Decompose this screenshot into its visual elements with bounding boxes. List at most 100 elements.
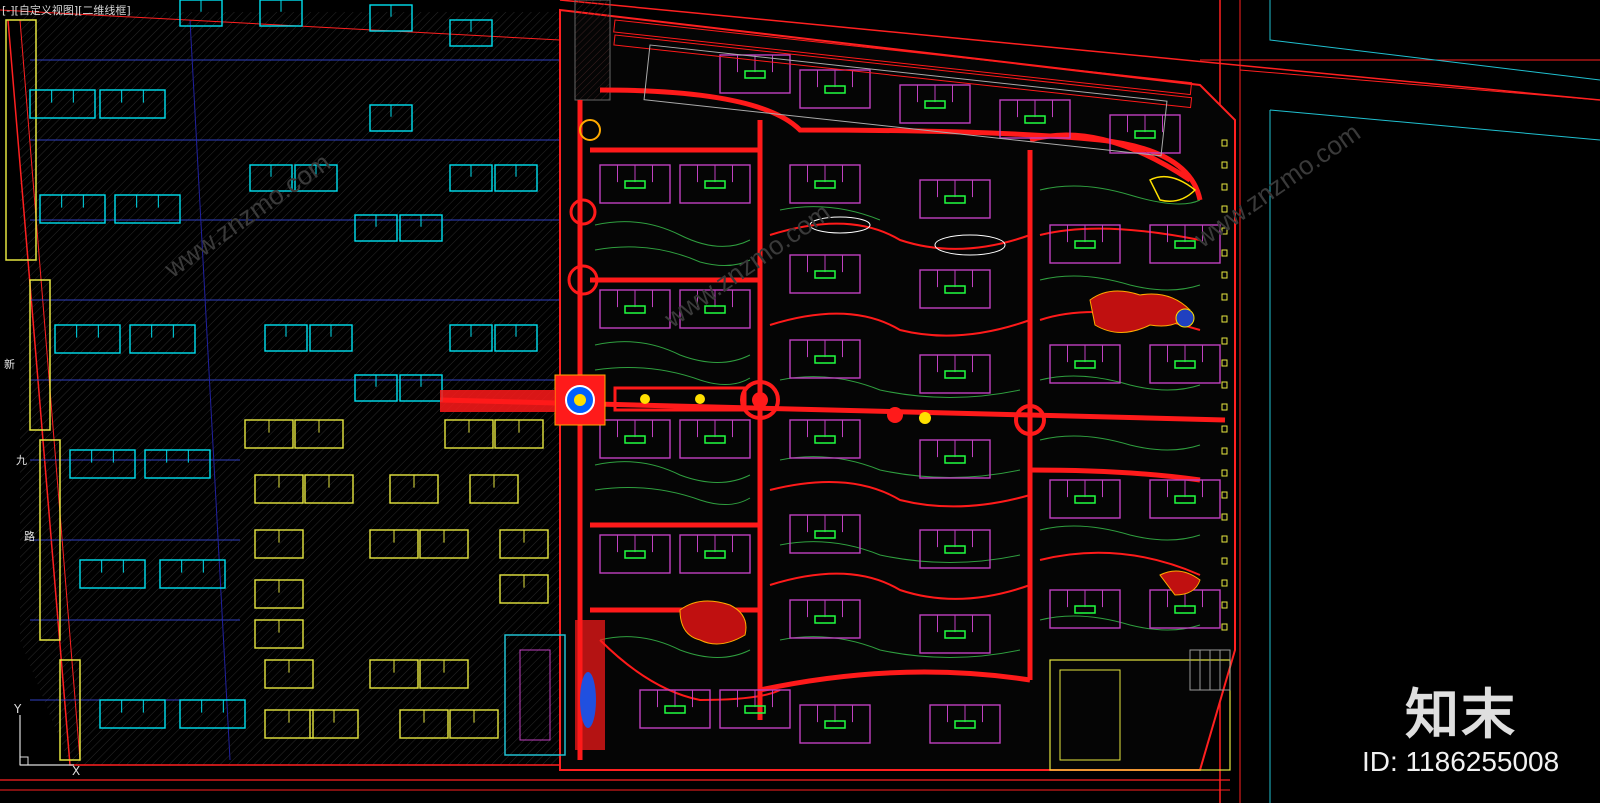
edge-marker: [1221, 491, 1228, 499]
viewport-controls-label[interactable]: [-][自定义视图][二维线框]: [2, 4, 131, 17]
building-footprint: [494, 324, 538, 352]
building-footprint: [369, 4, 413, 32]
building-footprint: [919, 439, 991, 479]
building-footprint: [1149, 344, 1221, 384]
building-footprint: [54, 324, 121, 354]
building-footprint: [919, 529, 991, 569]
edge-marker: [1221, 469, 1228, 477]
edge-marker: [1221, 205, 1228, 213]
building-footprint: [369, 659, 419, 689]
building-footprint: [399, 214, 443, 242]
edge-marker: [1221, 535, 1228, 543]
building-footprint: [789, 419, 861, 459]
plazas: [440, 119, 1231, 771]
edge-marker: [1221, 183, 1228, 191]
building-footprint: [254, 474, 304, 504]
building-footprint: [399, 374, 443, 402]
edge-marker: [1221, 271, 1228, 279]
building-footprint: [69, 449, 136, 479]
building-footprint: [29, 89, 96, 119]
edge-marker: [1221, 161, 1228, 169]
building-footprint: [449, 19, 493, 47]
building-footprint: [354, 374, 398, 402]
edge-marker: [1221, 623, 1228, 631]
building-footprint: [249, 164, 293, 192]
building-footprint: [304, 474, 354, 504]
building-footprint: [494, 419, 544, 449]
building-footprint: [1049, 224, 1121, 264]
building-footprint: [719, 689, 791, 729]
building-footprint: [264, 324, 308, 352]
road-name-char: 新: [4, 358, 15, 371]
building-footprint: [599, 534, 671, 574]
building-footprint: [254, 579, 304, 609]
building-footprint: [679, 534, 751, 574]
building-footprint: [499, 529, 549, 559]
building-footprint: [419, 529, 469, 559]
building-footprint: [259, 0, 303, 27]
building-footprint: [254, 529, 304, 559]
building-footprint: [114, 194, 181, 224]
building-footprint: [799, 69, 871, 109]
building-footprint: [244, 419, 294, 449]
building-footprint: [159, 559, 226, 589]
edge-marker: [1221, 425, 1228, 433]
ucs-x-label: X: [72, 764, 81, 778]
building-footprint: [399, 709, 449, 739]
project-site: [559, 0, 1236, 771]
building-footprint: [449, 709, 499, 739]
edge-marker: [1221, 293, 1228, 301]
edge-marker: [1221, 315, 1228, 323]
commercial-strip-north: [613, 19, 1193, 157]
building-footprint: [354, 214, 398, 242]
building-footprint: [264, 659, 314, 689]
edge-marker: [1221, 139, 1228, 147]
edge-marker: [1221, 249, 1228, 257]
building-footprint: [179, 0, 223, 27]
edge-marker: [1221, 557, 1228, 565]
building-footprint: [444, 419, 494, 449]
east-edge-markers: [1221, 139, 1228, 631]
edge-marker: [1221, 447, 1228, 455]
ucs-icon: [19, 715, 74, 766]
edge-marker: [1221, 337, 1228, 345]
building-footprint: [799, 704, 871, 744]
building-footprint: [789, 164, 861, 204]
building-footprint: [789, 514, 861, 554]
building-footprint: [789, 339, 861, 379]
building-footprint: [369, 529, 419, 559]
edge-marker: [1221, 381, 1228, 389]
building-footprint: [919, 614, 991, 654]
building-footprint: [1109, 114, 1181, 154]
building-footprint: [99, 699, 166, 729]
road-name-char: 路: [24, 530, 35, 543]
road-name-char: 九: [16, 454, 27, 467]
building-footprint: [99, 89, 166, 119]
building-footprint: [679, 419, 751, 459]
building-footprint: [919, 179, 991, 219]
building-footprint: [599, 164, 671, 204]
building-footprint: [419, 659, 469, 689]
building-footprint: [1149, 224, 1221, 264]
building-footprint: [79, 559, 146, 589]
building-footprint: [929, 704, 1001, 744]
building-footprint: [1049, 344, 1121, 384]
watermark-logo: 知末: [1405, 683, 1517, 746]
edge-marker: [1221, 359, 1228, 367]
building-footprint: [294, 164, 338, 192]
building-footprint: [309, 324, 353, 352]
building-footprint: [449, 324, 493, 352]
landscape-contours: [594, 185, 1201, 658]
building-footprint: [144, 449, 211, 479]
building-footprint: [254, 619, 304, 649]
building-footprint: [1049, 479, 1121, 519]
building-footprint: [39, 194, 106, 224]
building-footprint: [599, 289, 671, 329]
building-footprint: [789, 254, 861, 294]
building-footprint: [494, 164, 538, 192]
building-footprint: [599, 419, 671, 459]
building-footprint: [179, 699, 246, 729]
building-footprint: [1049, 589, 1121, 629]
